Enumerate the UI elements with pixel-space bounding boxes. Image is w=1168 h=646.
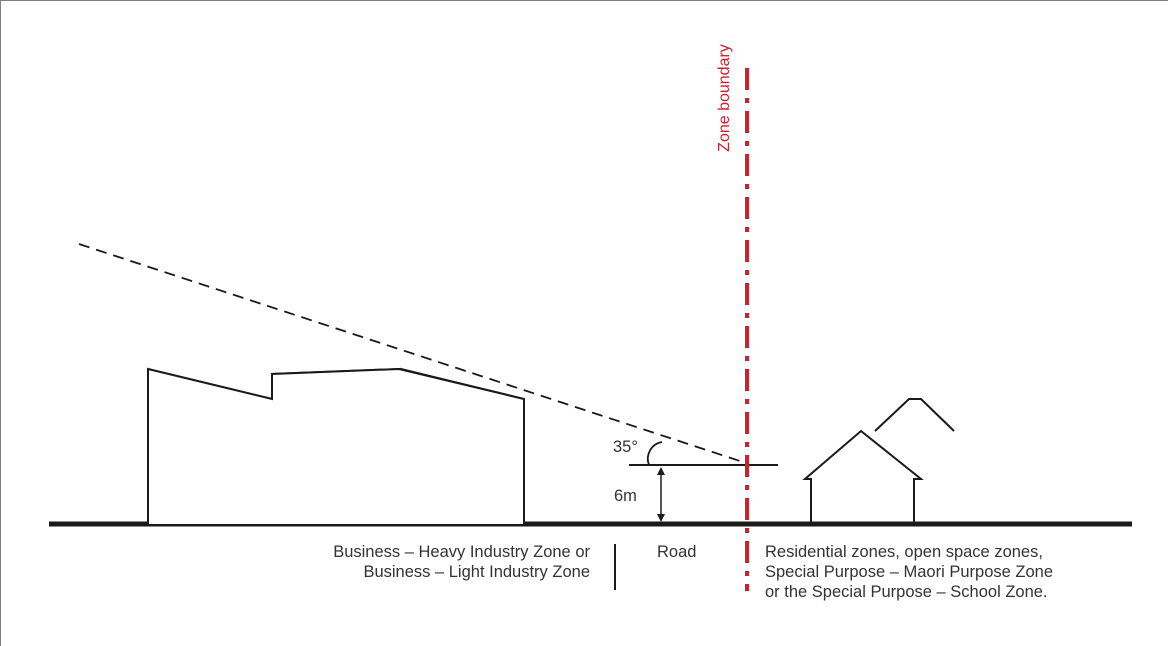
residential-zone-label-line1: Residential zones, open space zones, bbox=[765, 543, 1043, 561]
business-zone-label-line2: Business – Light Industry Zone bbox=[363, 563, 590, 581]
height-label: 6m bbox=[614, 487, 637, 505]
angle-label: 35° bbox=[613, 438, 638, 456]
height-arrow-down bbox=[657, 514, 665, 522]
angle-arc bbox=[646, 441, 663, 466]
residential-zone-label: Residential zones, open space zones, Spe… bbox=[765, 542, 1053, 602]
house bbox=[802, 429, 924, 524]
recession-plane-line bbox=[78, 243, 750, 465]
industrial-building-outline bbox=[147, 367, 525, 524]
zone-boundary-label: Zone boundary bbox=[716, 44, 734, 152]
road-label: Road bbox=[657, 543, 697, 561]
residential-zone-label-line3: or the Special Purpose – School Zone. bbox=[765, 583, 1048, 601]
house-rear-roof bbox=[874, 398, 955, 432]
height-arrow-up bbox=[657, 467, 665, 475]
business-zone-label-line1: Business – Heavy Industry Zone or bbox=[333, 543, 590, 561]
business-zone-label: Business – Heavy Industry Zone or Busine… bbox=[333, 542, 590, 582]
residential-zone-label-line2: Special Purpose – Maori Purpose Zone bbox=[765, 563, 1053, 581]
